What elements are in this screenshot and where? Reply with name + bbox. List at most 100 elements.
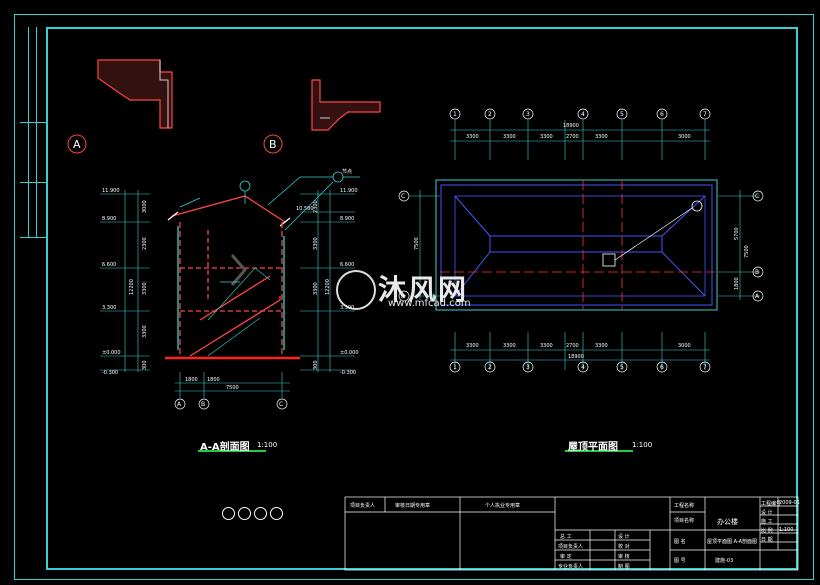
detail-circle-b (263, 134, 283, 154)
axis-b: B (201, 401, 205, 408)
roof-plan-title: 屋顶平面图 (568, 442, 618, 453)
tb-meta: 工程编号 (761, 501, 782, 507)
tb-meta: 比 例 (761, 528, 773, 534)
svg-text:6: 6 (660, 111, 664, 118)
vdim-left-5: 300 (142, 360, 148, 370)
title-block-grid (344, 496, 799, 571)
svg-text:7: 7 (703, 364, 707, 371)
vdim-total-left: 12200 (129, 279, 135, 295)
vdim-left-1: 3000 (142, 200, 148, 213)
eave-detail-right (311, 79, 381, 131)
svg-text:3300: 3300 (466, 134, 479, 140)
svg-text:4: 4 (581, 364, 585, 371)
elev-right-4: 6.600 (340, 262, 354, 268)
section-building (165, 195, 300, 360)
svg-text:3: 3 (526, 111, 530, 118)
watermark-logo-icon (336, 270, 376, 310)
callout-tag: 节点 (342, 169, 352, 175)
svg-text:2700: 2700 (566, 134, 579, 140)
section-title: A-A剖面图 (200, 442, 250, 453)
tb-row-left: 审 定 (560, 554, 572, 560)
tb-header-2: 审核日期专用章 (395, 503, 431, 509)
svg-text:3300: 3300 (466, 343, 479, 349)
binding-margin-table (20, 27, 46, 570)
vdim-right-1: 2300 (313, 200, 319, 213)
elev-left-6: -0.300 (102, 370, 118, 376)
vdim-total-right: 12200 (325, 279, 331, 295)
tb-row-mid: 制 图 (618, 564, 630, 570)
elev-right-3: 8.900 (340, 216, 354, 222)
roof-axis-bubbles (398, 108, 764, 373)
tb-drawing-name: 屋顶平面图 A-A剖面图 (707, 539, 758, 545)
svg-text:5700: 5700 (734, 227, 740, 240)
detail-circle-a (67, 134, 87, 154)
hdim-1: 1800 (185, 377, 198, 383)
tb-project-label2: 项目名称 (674, 518, 695, 524)
svg-text:C: C (755, 193, 759, 200)
elev-right-7: -0.300 (340, 370, 356, 376)
elev-right-1: 11.900 (340, 188, 358, 194)
tb-meta: 2009-01 (779, 500, 800, 506)
tb-number-label: 图 号 (674, 558, 686, 564)
svg-text:5: 5 (620, 364, 624, 371)
tb-drawing-label: 图 名 (674, 539, 686, 545)
stamp-circle (270, 507, 283, 520)
axis-c: C (279, 401, 283, 408)
svg-text:1: 1 (453, 364, 457, 371)
svg-text:A: A (401, 293, 406, 300)
tb-row-mid: 校 对 (618, 544, 630, 550)
watermark-brand: 沐风网 (378, 273, 469, 306)
stamp-circle (222, 507, 235, 520)
tb-row-left: 项目负责人 (558, 544, 584, 550)
roof-plan-scale: 1:100 (632, 441, 653, 449)
svg-text:1: 1 (453, 111, 457, 118)
tb-meta: 1:100 (779, 527, 794, 533)
svg-text:A: A (755, 293, 760, 300)
svg-text:5: 5 (620, 111, 624, 118)
vdim-right-2: 3300 (313, 237, 319, 250)
vdim-right-4: 300 (313, 360, 319, 370)
tb-header-1: 项目负责人 (350, 503, 376, 509)
roof-dim-lines (410, 120, 760, 370)
svg-text:6: 6 (660, 364, 664, 371)
elev-left-2: 8.900 (102, 216, 116, 222)
drawing-inner-frame (46, 27, 798, 570)
svg-text:3000: 3000 (678, 134, 691, 140)
svg-text:4: 4 (581, 111, 585, 118)
tb-row-mid: 设 计 (618, 534, 630, 540)
hdim-2: 1800 (207, 377, 220, 383)
elev-right-2: 10.580 (296, 206, 314, 212)
vdim-left-3: 3300 (142, 282, 148, 295)
svg-text:3: 3 (526, 364, 530, 371)
stamp-circle (254, 507, 267, 520)
vdim-left-2: 2300 (142, 237, 148, 250)
svg-text:3300: 3300 (595, 134, 608, 140)
svg-text:3300: 3300 (540, 343, 553, 349)
stamp-circle (238, 507, 251, 520)
svg-text:2700: 2700 (566, 343, 579, 349)
tb-number: 建施-03 (715, 558, 734, 564)
elev-left-5: ±0.000 (102, 350, 121, 356)
svg-text:2: 2 (488, 111, 492, 118)
tb-meta: 施 工 (761, 519, 773, 525)
elev-left-1: 11.900 (102, 188, 120, 194)
roof-total-bottom: 18900 (568, 354, 584, 360)
eave-detail-left (97, 59, 173, 129)
svg-text:3300: 3300 (595, 343, 608, 349)
drawing-outer-frame (14, 14, 814, 580)
svg-text:C: C (401, 193, 405, 200)
detail-circle-b-label: B (269, 138, 277, 151)
elev-right-6: ±0.000 (340, 350, 359, 356)
roof-total-top: 18900 (563, 123, 579, 129)
section-scale: 1:100 (257, 441, 278, 449)
tb-project-label: 工程名称 (674, 503, 695, 509)
watermark-url: www.mfcad.com (388, 298, 471, 309)
svg-text:3300: 3300 (503, 343, 516, 349)
roof-outline (435, 179, 718, 311)
elev-left-4: 3.300 (102, 305, 116, 311)
svg-text:3300: 3300 (540, 134, 553, 140)
tb-row-mid: 审 核 (618, 554, 630, 560)
tb-meta: 日 期 (761, 537, 773, 543)
svg-text:2: 2 (488, 364, 492, 371)
